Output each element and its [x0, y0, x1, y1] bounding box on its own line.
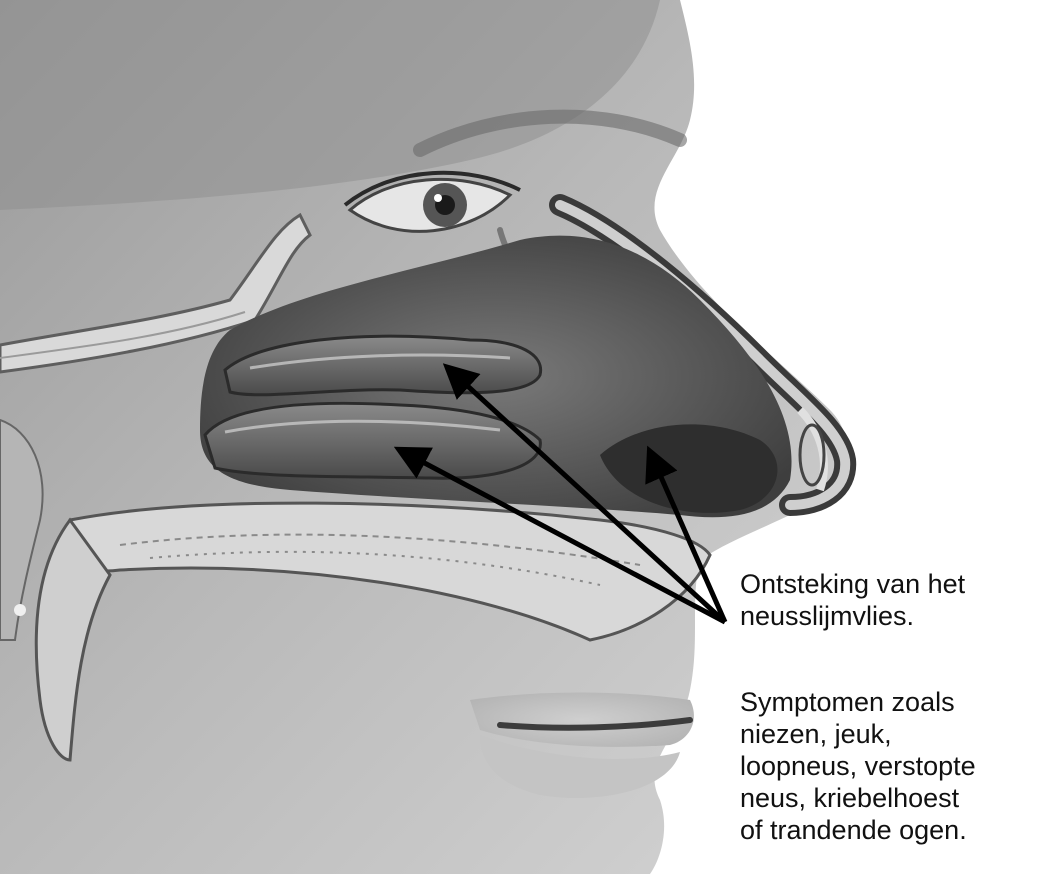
- symptoms-line-1: Symptomen zoals: [740, 686, 1040, 718]
- symptoms-line-2: niezen, jeuk,: [740, 718, 1040, 750]
- symptoms-caption: Symptomen zoals niezen, jeuk, loopneus, …: [740, 686, 1040, 846]
- symptoms-line-3: loopneus, verstopte: [740, 750, 1040, 782]
- symptoms-line-5: of trandende ogen.: [740, 814, 1040, 846]
- caption-line-1: Ontsteking van het: [740, 568, 1040, 600]
- caption-line-2: neusslijmvlies.: [740, 600, 1040, 632]
- inflammation-caption: Ontsteking van het neusslijmvlies.: [740, 568, 1040, 632]
- symptoms-line-4: neus, kriebelhoest: [740, 782, 1040, 814]
